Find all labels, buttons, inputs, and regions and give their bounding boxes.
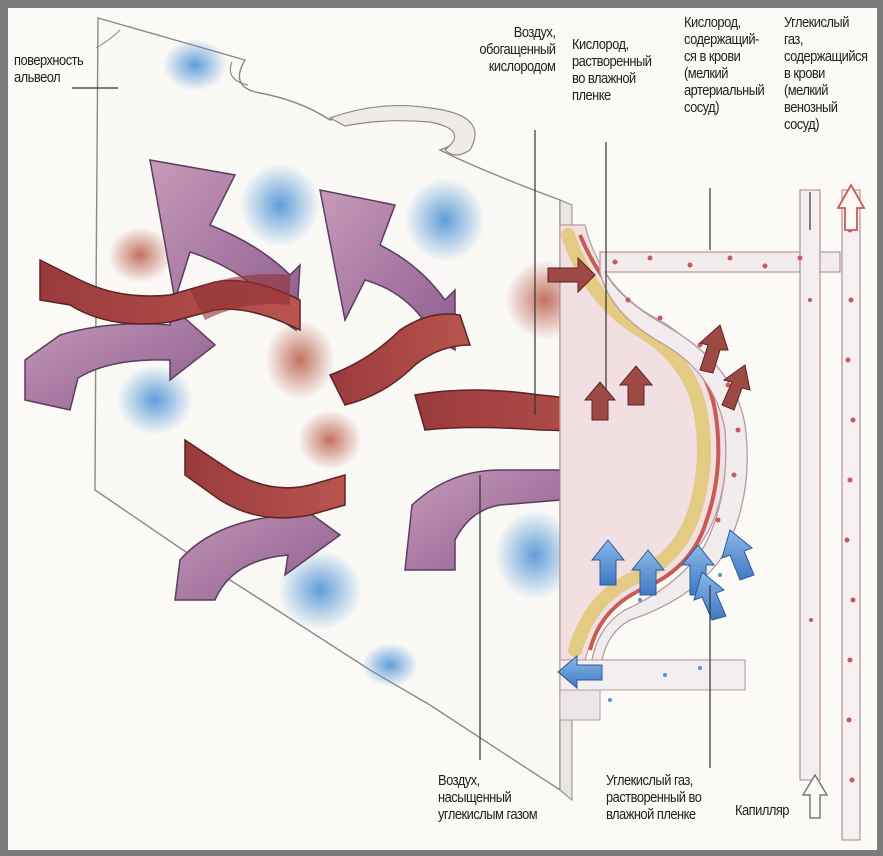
capillary-inflow-arrow (803, 775, 827, 818)
label-co2-air: Воздух, насыщенный углекислым газом (438, 772, 537, 823)
label-blood-oxygen: Кислород, содержащий- ся в крови (мелкий… (684, 14, 764, 116)
label-capillary: Капилляр (735, 802, 789, 819)
label-oxygen-rich-air: Воздух, обогащенный кислородом (479, 24, 555, 75)
label-alveolar-surface: поверхность альвеол (14, 52, 83, 86)
label-dissolved-co2: Углекислый газ, растворенный во влажной … (606, 772, 701, 823)
label-dissolved-oxygen: Кислород, растворенный во влажной пленке (572, 36, 651, 104)
label-blood-co2: Углекислый газ, содержащийся в крови (ме… (784, 14, 869, 133)
